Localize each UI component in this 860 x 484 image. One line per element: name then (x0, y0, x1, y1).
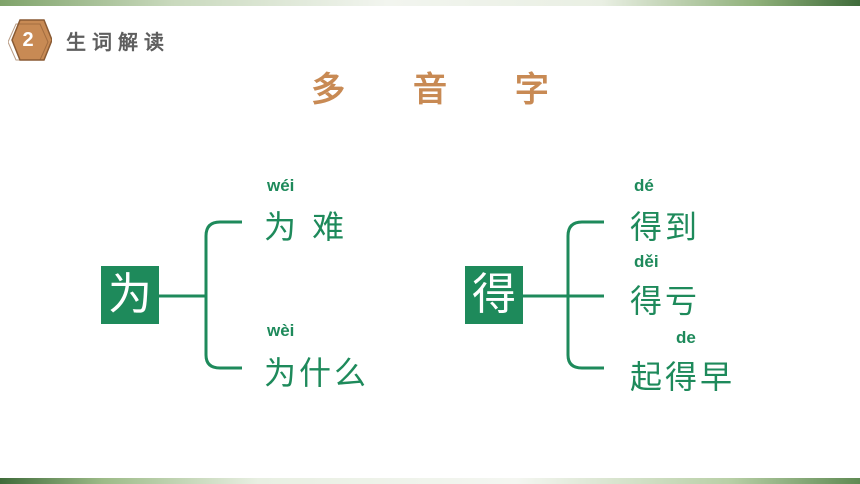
polyphone-char-de: 得 (465, 266, 523, 324)
pinyin-label: wèi (267, 321, 295, 340)
pinyin-label: de (676, 328, 696, 347)
word-label: 得到 (630, 208, 701, 246)
word-label: 起得早 (630, 358, 736, 396)
polyphone-char-wei: 为 (101, 266, 159, 324)
word-label: 得亏 (630, 282, 701, 320)
pinyin-label: wéi (267, 176, 295, 195)
section-number: 2 (22, 29, 34, 51)
word-label: 为什么 (264, 354, 370, 392)
section-title: 生词解读 (66, 30, 170, 54)
pinyin-label: děi (634, 252, 659, 271)
word-label: 为 难 (264, 208, 348, 246)
leaf-border-top (0, 0, 860, 6)
pinyin-label: dé (634, 176, 654, 195)
leaf-border-bottom (0, 478, 860, 484)
hexagon-badge-icon (8, 19, 52, 61)
page-title: 多 音 字 (311, 70, 577, 110)
